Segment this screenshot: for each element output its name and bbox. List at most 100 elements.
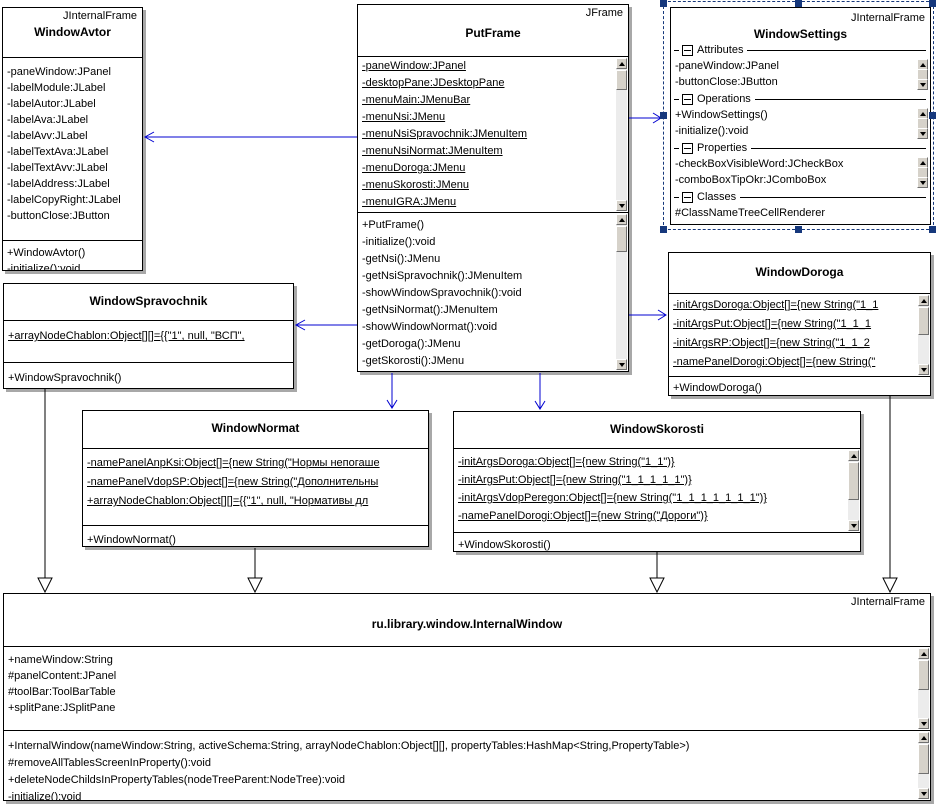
scroll-thumb[interactable] <box>918 660 929 690</box>
scroll-down-button[interactable] <box>616 359 627 370</box>
generalization-windownormat-internalwindow[interactable] <box>247 548 263 594</box>
scroll-thumb[interactable] <box>918 744 929 774</box>
attribute-row[interactable]: -labelAutor:JLabel <box>7 98 96 110</box>
class-row[interactable]: #ClassNameTreeCellRenderer <box>675 207 825 219</box>
attribute-row[interactable]: -menuNsiSpravochnik:JMenuItem <box>362 128 528 140</box>
collapse-icon[interactable] <box>682 191 693 203</box>
attribute-row[interactable]: #toolBar:ToolBarTable <box>8 686 116 698</box>
method-row[interactable]: -initialize():void <box>7 263 81 270</box>
scroll-up-button[interactable] <box>616 214 627 225</box>
class-put-frame[interactable]: JFrame PutFrame -paneWindow:JPanel -desk… <box>357 4 629 372</box>
attribute-row[interactable]: +splitPane:JSplitPane <box>8 702 116 714</box>
attribute-row[interactable]: -namePanelAnpKsi:Object[]={new String("Н… <box>87 457 380 469</box>
scroll-up-button[interactable] <box>918 295 929 306</box>
selection-handle-middle-left[interactable] <box>660 112 667 119</box>
generalization-windowskorosti-internalwindow[interactable] <box>649 552 665 594</box>
attribute-row[interactable]: -menuSkorosti:JMenu <box>362 179 469 191</box>
method-row[interactable]: -getDoroga():JMenu <box>362 338 461 350</box>
scroll-up-button[interactable] <box>616 58 627 69</box>
class-window-spravochnik[interactable]: WindowSpravochnik +arrayNodeChablon:Obje… <box>3 283 294 389</box>
collapse-icon[interactable] <box>682 93 693 105</box>
method-row[interactable]: -getNsiSpravochnik():JMenuItem <box>362 270 523 282</box>
association-putframe-windowskorosti[interactable] <box>534 373 546 410</box>
attribute-row[interactable]: -initArgsDoroga:Object[]={new String("1_… <box>673 299 879 311</box>
attribute-row[interactable]: -buttonClose:JButton <box>7 210 110 222</box>
scroll-thumb[interactable] <box>616 226 627 252</box>
attribute-row[interactable]: -labelTextAva:JLabel <box>7 146 109 158</box>
vertical-scrollbar[interactable] <box>917 108 928 139</box>
attribute-row[interactable]: -initArgsRP:Object[]={new String("1_1_2 <box>673 337 870 349</box>
association-putframe-windowsettings[interactable] <box>629 112 662 124</box>
association-putframe-windowavtor[interactable] <box>143 131 357 143</box>
method-row[interactable]: -initialize():void <box>362 236 436 248</box>
class-name[interactable]: PutFrame <box>465 26 521 40</box>
attribute-row[interactable]: +arrayNodeChablon:Object[][]={{"1", null… <box>87 495 369 507</box>
vertical-scrollbar[interactable] <box>848 450 859 531</box>
vertical-scrollbar[interactable] <box>917 157 928 188</box>
attribute-row[interactable]: -paneWindow:JPanel <box>362 60 466 72</box>
selection-handle-top-right[interactable] <box>929 0 936 7</box>
attribute-row[interactable]: -menuDoroga:JMenu <box>362 162 466 174</box>
method-row[interactable]: -showWindowSpravochnik():void <box>362 287 522 299</box>
generalization-windowspravochnik-internalwindow[interactable] <box>37 389 53 594</box>
attribute-row[interactable]: -menuMain:JMenuBar <box>362 94 471 106</box>
scroll-down-button[interactable] <box>848 520 859 531</box>
method-row[interactable]: +WindowSettings() <box>675 109 768 121</box>
attribute-row[interactable]: -labelAva:JLabel <box>7 114 89 126</box>
scroll-down-button[interactable] <box>918 718 929 729</box>
method-row[interactable]: -getSkorosti():JMenu <box>362 355 465 367</box>
method-row[interactable]: -showWindowNormat():void <box>362 321 498 333</box>
scroll-down-button[interactable] <box>918 788 929 799</box>
vertical-scrollbar[interactable] <box>918 295 929 375</box>
property-row[interactable]: -comboBoxTipOkr:JComboBox <box>675 174 827 186</box>
class-name[interactable]: WindowDoroga <box>755 265 844 279</box>
selection-handle-bottom-right[interactable] <box>929 226 936 233</box>
scroll-thumb[interactable] <box>616 70 627 90</box>
attribute-row[interactable]: -labelAddress:JLabel <box>7 178 110 190</box>
method-row[interactable]: #removeAllTablesScreenInProperty():void <box>8 757 211 769</box>
scroll-up-button[interactable] <box>918 732 929 743</box>
generalization-windowdoroga-internalwindow[interactable] <box>882 396 898 594</box>
scroll-down-button[interactable] <box>917 79 928 90</box>
method-row[interactable]: +WindowSkorosti() <box>458 539 551 551</box>
attribute-row[interactable]: -buttonClose:JButton <box>675 76 778 88</box>
attribute-row[interactable]: -namePanelVdopSP:Object[]={new String("Д… <box>87 476 379 488</box>
method-row[interactable]: +WindowSpravochnik() <box>8 372 122 384</box>
vertical-scrollbar[interactable] <box>616 214 627 370</box>
class-window-normat[interactable]: WindowNormat -namePanelAnpKsi:Object[]={… <box>82 410 429 547</box>
attribute-row[interactable]: -namePanelDorogi:Object[]={new String(" <box>673 356 876 368</box>
attribute-row[interactable]: -labelTextAvv:JLabel <box>7 162 108 174</box>
class-window-avtor[interactable]: JInternalFrame WindowAvtor -paneWindow:J… <box>2 7 143 271</box>
method-row[interactable]: -initialize():void <box>675 125 749 137</box>
class-name[interactable]: WindowSkorosti <box>610 422 704 436</box>
attribute-row[interactable]: -menuIGRA:JMenu <box>362 196 457 208</box>
attribute-row[interactable]: -menuNsi:JMenu <box>362 111 446 123</box>
class-name[interactable]: WindowSpravochnik <box>89 294 208 308</box>
association-putframe-windownormat[interactable] <box>386 373 398 409</box>
attribute-row[interactable]: -paneWindow:JPanel <box>675 60 779 72</box>
class-name[interactable]: WindowSettings <box>753 27 848 41</box>
method-row[interactable]: +WindowAvtor() <box>7 247 86 259</box>
vertical-scrollbar[interactable] <box>917 59 928 90</box>
attribute-row[interactable]: -labelModule:JLabel <box>7 82 106 94</box>
scroll-up-button[interactable] <box>918 648 929 659</box>
selection-handle-bottom-left[interactable] <box>660 226 667 233</box>
scroll-down-button[interactable] <box>917 177 928 188</box>
method-row[interactable]: +deleteNodeChildsInPropertyTables(nodeTr… <box>8 774 346 786</box>
method-row[interactable]: +PutFrame() <box>362 219 425 231</box>
class-window-doroga[interactable]: WindowDoroga -initArgsDoroga:Object[]={n… <box>668 252 931 396</box>
attribute-row[interactable]: -desktopPane:JDesktopPane <box>362 77 505 89</box>
class-window-settings[interactable]: JInternalFrame WindowSettings Attributes… <box>670 7 931 225</box>
vertical-scrollbar[interactable] <box>918 648 929 729</box>
vertical-scrollbar[interactable] <box>616 58 627 211</box>
selection-handle-middle-right[interactable] <box>929 112 936 119</box>
scroll-thumb[interactable] <box>848 462 859 500</box>
class-name[interactable]: WindowNormat <box>211 421 300 435</box>
association-putframe-windowdoroga[interactable] <box>629 309 667 321</box>
method-row[interactable]: +WindowDoroga() <box>673 382 762 394</box>
attribute-row[interactable]: -paneWindow:JPanel <box>7 66 111 78</box>
attribute-row[interactable]: -labelCopyRight:JLabel <box>7 194 121 206</box>
property-row[interactable]: -checkBoxVisibleWord:JCheckBox <box>675 158 844 170</box>
attribute-row[interactable]: -initArgsDoroga:Object[]={new String("1_… <box>458 456 675 468</box>
